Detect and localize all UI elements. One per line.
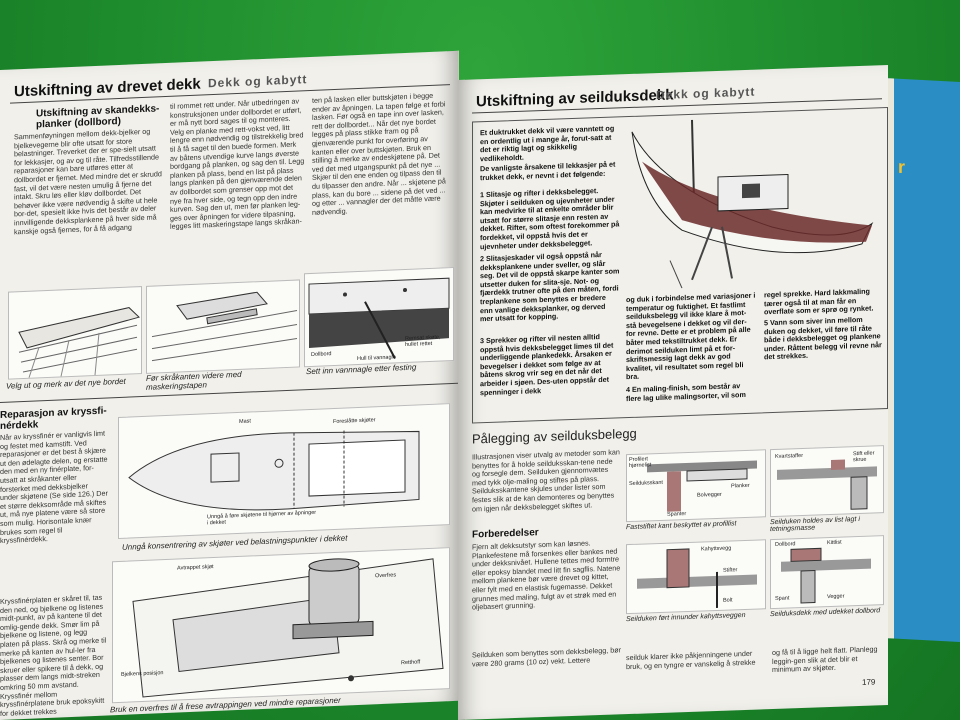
label-dollbord: Dollbord: [311, 351, 332, 358]
det2-caption: Seilduken holdes av list lagt i tetnings…: [770, 515, 860, 534]
figure-bevel-tape: [146, 279, 300, 374]
intro-text: Et duktrukket dekk vil være vanntett og …: [480, 123, 615, 164]
item-5: 5 Vann som siver inn mellom duken og dek…: [764, 314, 882, 362]
col1-text: Sammenføyningen mellom dekk-bjelker og b…: [14, 127, 162, 236]
det3-label-0: Kahyttsvegg: [701, 545, 732, 553]
plank-drawing-1: [18, 307, 140, 378]
right-col2-text: og duk i forbindelse med variasjoner i t…: [626, 291, 756, 382]
label-retthoff: Retthoff: [401, 659, 421, 667]
det4-label-2: Spant: [775, 595, 790, 602]
section2-text: Når av kryssfinér er vanligvis limt og f…: [0, 429, 108, 546]
palegging-text: Illustrasjonen viser utvalg av metoder s…: [472, 448, 620, 514]
plank-drawing-2: [151, 291, 298, 362]
item-1: 1 Slitasje og rifter i dekksbelegget. Sk…: [480, 186, 620, 251]
forberedelser-text-b: Seilduken som benyttes som dekksbelegg, …: [472, 645, 622, 669]
label-remsat: Remsat skøte, hullet rettet: [405, 334, 441, 349]
detail-open-gunwale: Dollbord Kittlist Spant Vegger: [770, 535, 884, 610]
col3-text: ten på lasken eller buttskjøten i begge …: [312, 91, 446, 217]
detail-4-drawing: [781, 547, 871, 604]
det2-label-1: Stift eller skrue: [853, 450, 875, 464]
det4-label-1: Kittlist: [827, 539, 842, 547]
det3-label-2: Bolt: [723, 597, 733, 604]
label-overfres: Overfres: [375, 572, 397, 580]
detail-sealant-strip: Kvartstaffer Stift eller skrue: [770, 445, 884, 518]
section-heading-palegging: Pålegging av seilduksbelegg: [472, 425, 637, 447]
trenail-drawing: [308, 277, 450, 359]
page-number: 179: [862, 677, 876, 687]
figure-boat: [622, 113, 880, 290]
det1-label-2: Planker: [731, 482, 750, 490]
detail-profile-strip: Profilert hjørnelist Seilduksskant Plank…: [626, 449, 766, 523]
label-mast: Mast: [239, 418, 251, 425]
router-drawing: [132, 558, 444, 698]
left-page-subtitle: Dekk og kabytt: [208, 72, 308, 91]
section-heading-dollbord: Utskiftning av skandekks-planker (dollbo…: [36, 103, 160, 131]
figure-router: Avtrappet skjøt Overfres Bjelkens posisj…: [112, 547, 450, 704]
open-book: Utskiftning av drevet dekk Dekk og kabyt…: [0, 50, 960, 720]
det1-label-1: Seilduksskant: [629, 479, 663, 488]
section-heading-kryssfiner: Reparasjon av kryssfi-nérdekk: [0, 405, 107, 432]
right-page-subtitle: Dekk og kabytt: [656, 84, 756, 103]
detail-2-drawing: [777, 459, 877, 510]
section-heading-forberedelser: Forberedelser: [472, 527, 539, 541]
item-3: 3 Sprekker og rifter vil nesten alltid o…: [480, 332, 614, 397]
det1-label-4: Spanter: [667, 511, 687, 518]
bottom-right-text: og få til å ligge helt flatt. Planlegg l…: [772, 644, 878, 675]
det1-label-0: Profilert hjørnelist: [629, 456, 652, 470]
boat-drawing: [631, 119, 874, 289]
detail-3-drawing: [637, 548, 757, 608]
figure-deck-plan: Mast Foreslåtte skjøter Unngå å føre skj…: [118, 403, 450, 540]
deck-plan-drawing: [128, 430, 420, 511]
item-2: 2 Slitasjeskader vil også oppstå når dek…: [480, 250, 620, 324]
det1-label-3: Bolvegger: [697, 491, 722, 499]
right-page: Utskiftning av seilduksdekk Dekk og kaby…: [458, 64, 888, 720]
left-page: Utskiftning av drevet dekk Dekk og kabyt…: [0, 50, 459, 720]
right-col3-text: regel sprekke. Hard lakkmaling tærer ogs…: [764, 286, 874, 317]
det4-label-3: Vegger: [827, 593, 845, 601]
col2-text: til rommet rett under. Når utbedringen a…: [170, 97, 305, 232]
bottom-mid-text: seilduk klarer ikke påkjenningene under …: [626, 648, 756, 671]
figure-select-plank: [8, 286, 142, 380]
det4-label-0: Dollbord: [775, 541, 796, 548]
detail-1-drawing: [647, 460, 757, 512]
figure-trenail: Dollbord Hull til vannagle Remsat skøte,…: [304, 266, 454, 368]
detail-cabin-wall: Kahyttsvegg Stifter Bolt: [626, 539, 766, 615]
section2-text-b: Kryssfinérplaten er skåret til, tas den …: [0, 593, 107, 718]
det3-label-1: Stifter: [723, 567, 738, 574]
forberedelser-text: Fjern alt dekksutstyr som kan løsnes. Pl…: [472, 538, 621, 612]
det2-label-0: Kvartstaffer: [775, 452, 804, 460]
